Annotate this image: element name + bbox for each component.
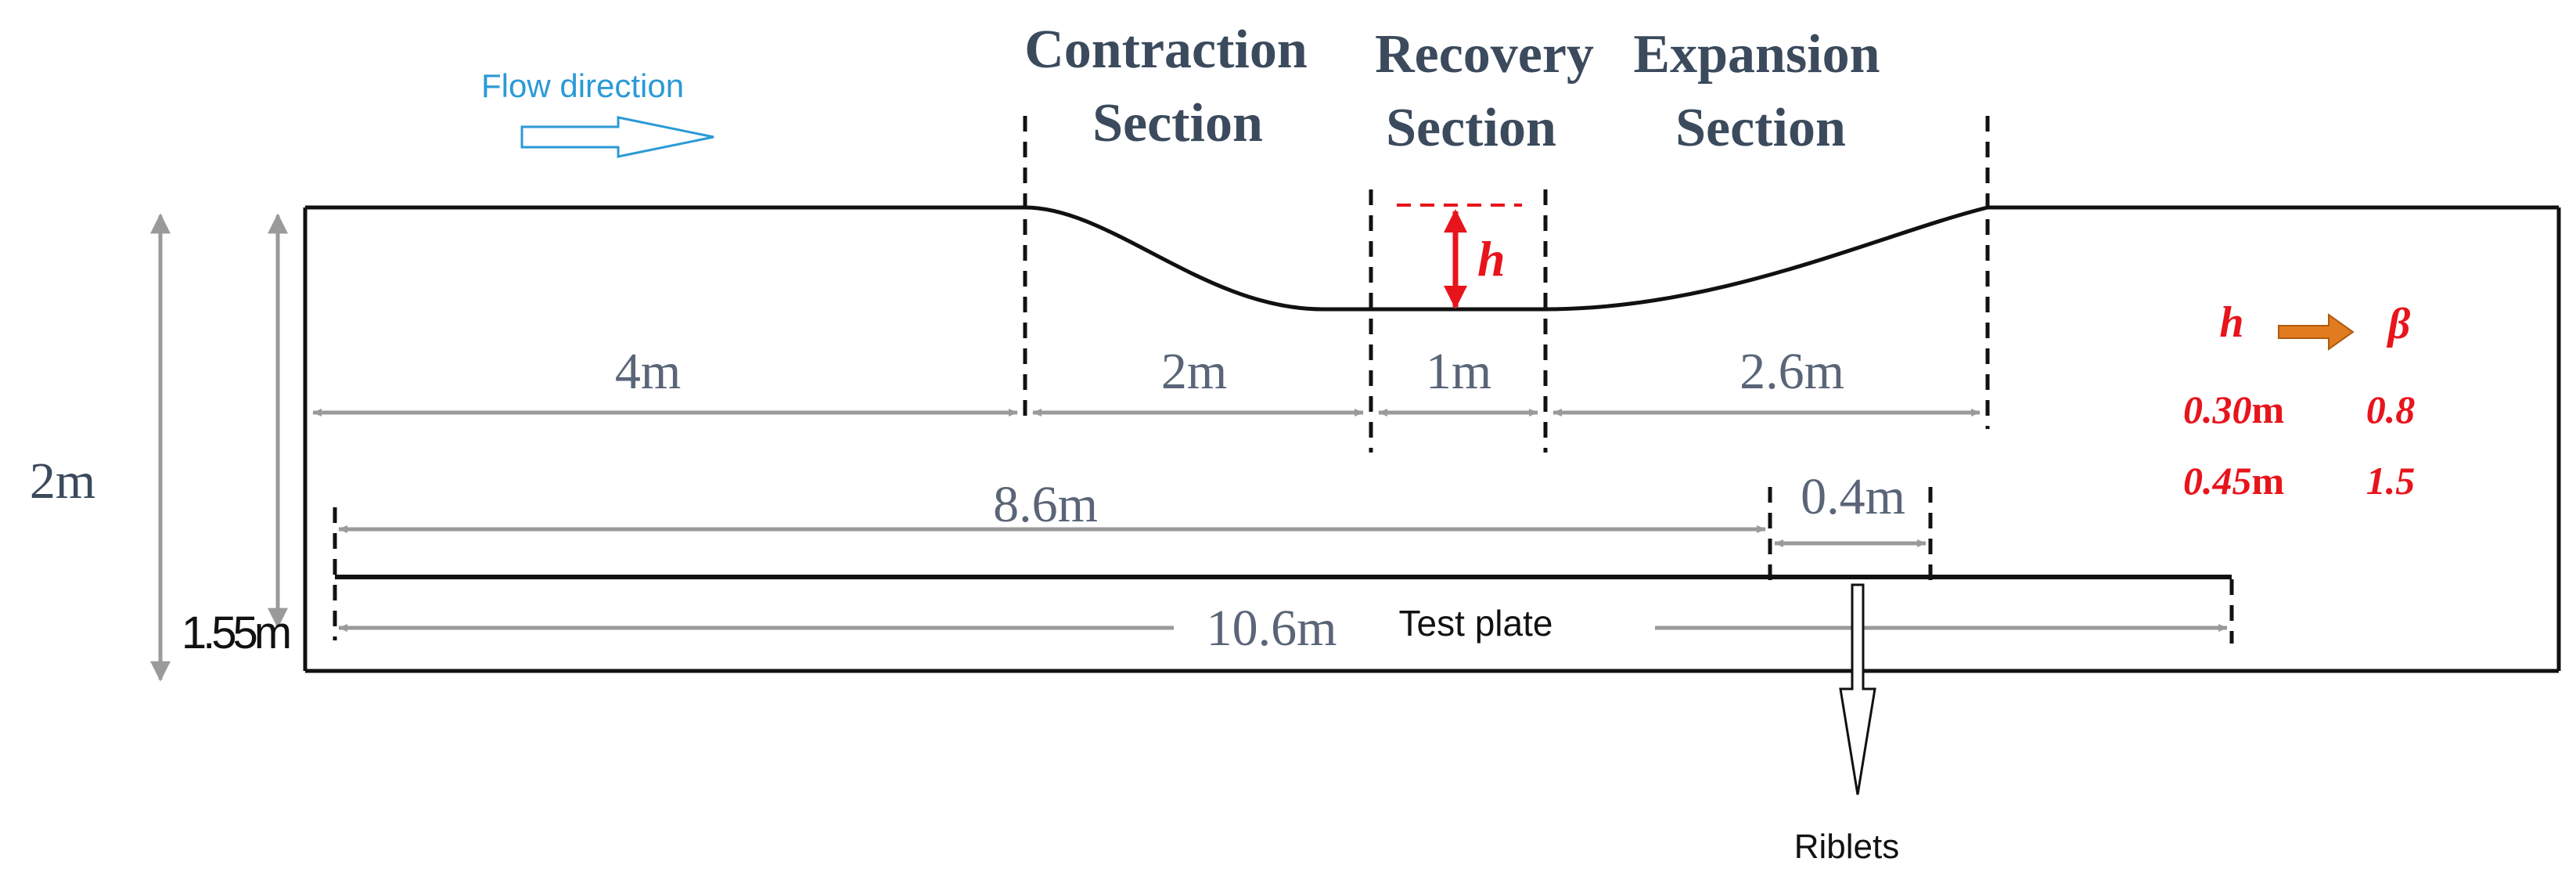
h-label: h (1477, 231, 1506, 287)
dimension-label-0-4m: 0.4m (1801, 468, 1905, 525)
h-beta-legend: h β 0.30m 0.8 0.45m 1.5 (2183, 298, 2415, 503)
legend-h-unit-1: m (2252, 388, 2285, 431)
dimension-label-2m: 2m (1161, 343, 1227, 400)
riblets-label: Riblets (1794, 828, 1900, 866)
legend-h-number-1: 0.30 (2183, 388, 2252, 431)
contraction-section-title-1: Contraction (1024, 20, 1308, 80)
tunnel-top-wall (305, 205, 2559, 312)
legend-mapping-arrow (2278, 313, 2355, 351)
dimension-label-4m: 4m (615, 343, 681, 400)
legend-h-header: h (2219, 298, 2243, 347)
expansion-section-title-1: Expansion (1633, 24, 1880, 85)
dimension-label-1-55m-height: 1.55m (182, 608, 290, 658)
legend-beta-value-1: 0.8 (2366, 388, 2416, 431)
legend-h-unit-2: m (2252, 459, 2285, 503)
dimension-label-2-6m: 2.6m (1740, 343, 1844, 400)
recovery-section-title-1: Recovery (1375, 24, 1594, 85)
test-plate-label: Test plate (1399, 603, 1553, 644)
flow-direction-label: Flow direction (481, 67, 684, 104)
dimension-label-8-6m: 8.6m (993, 476, 1098, 533)
dimension-label-2m-height: 2m (30, 453, 95, 510)
vertical-dimensions (150, 213, 288, 682)
dimension-label-10-6m: 10.6m (1207, 600, 1337, 657)
contraction-section-title-2: Section (1092, 93, 1263, 153)
expansion-section-title-2: Section (1675, 98, 1846, 158)
legend-h-number-2: 0.45 (2183, 459, 2252, 503)
recovery-section-title-2: Section (1386, 98, 1556, 158)
horizontal-dimensions (312, 409, 2228, 632)
dimension-label-1m: 1m (1426, 343, 1491, 400)
legend-h-value-2: 0.45m (2183, 459, 2284, 503)
legend-beta-header: β (2387, 300, 2411, 348)
legend-h-value-1: 0.30m (2183, 388, 2284, 431)
legend-beta-value-2: 1.5 (2366, 459, 2416, 503)
tunnel-outline (303, 205, 2561, 673)
riblets-arrow (1839, 583, 1876, 795)
section-boundaries (333, 116, 2234, 644)
flow-direction-arrow (520, 116, 714, 158)
